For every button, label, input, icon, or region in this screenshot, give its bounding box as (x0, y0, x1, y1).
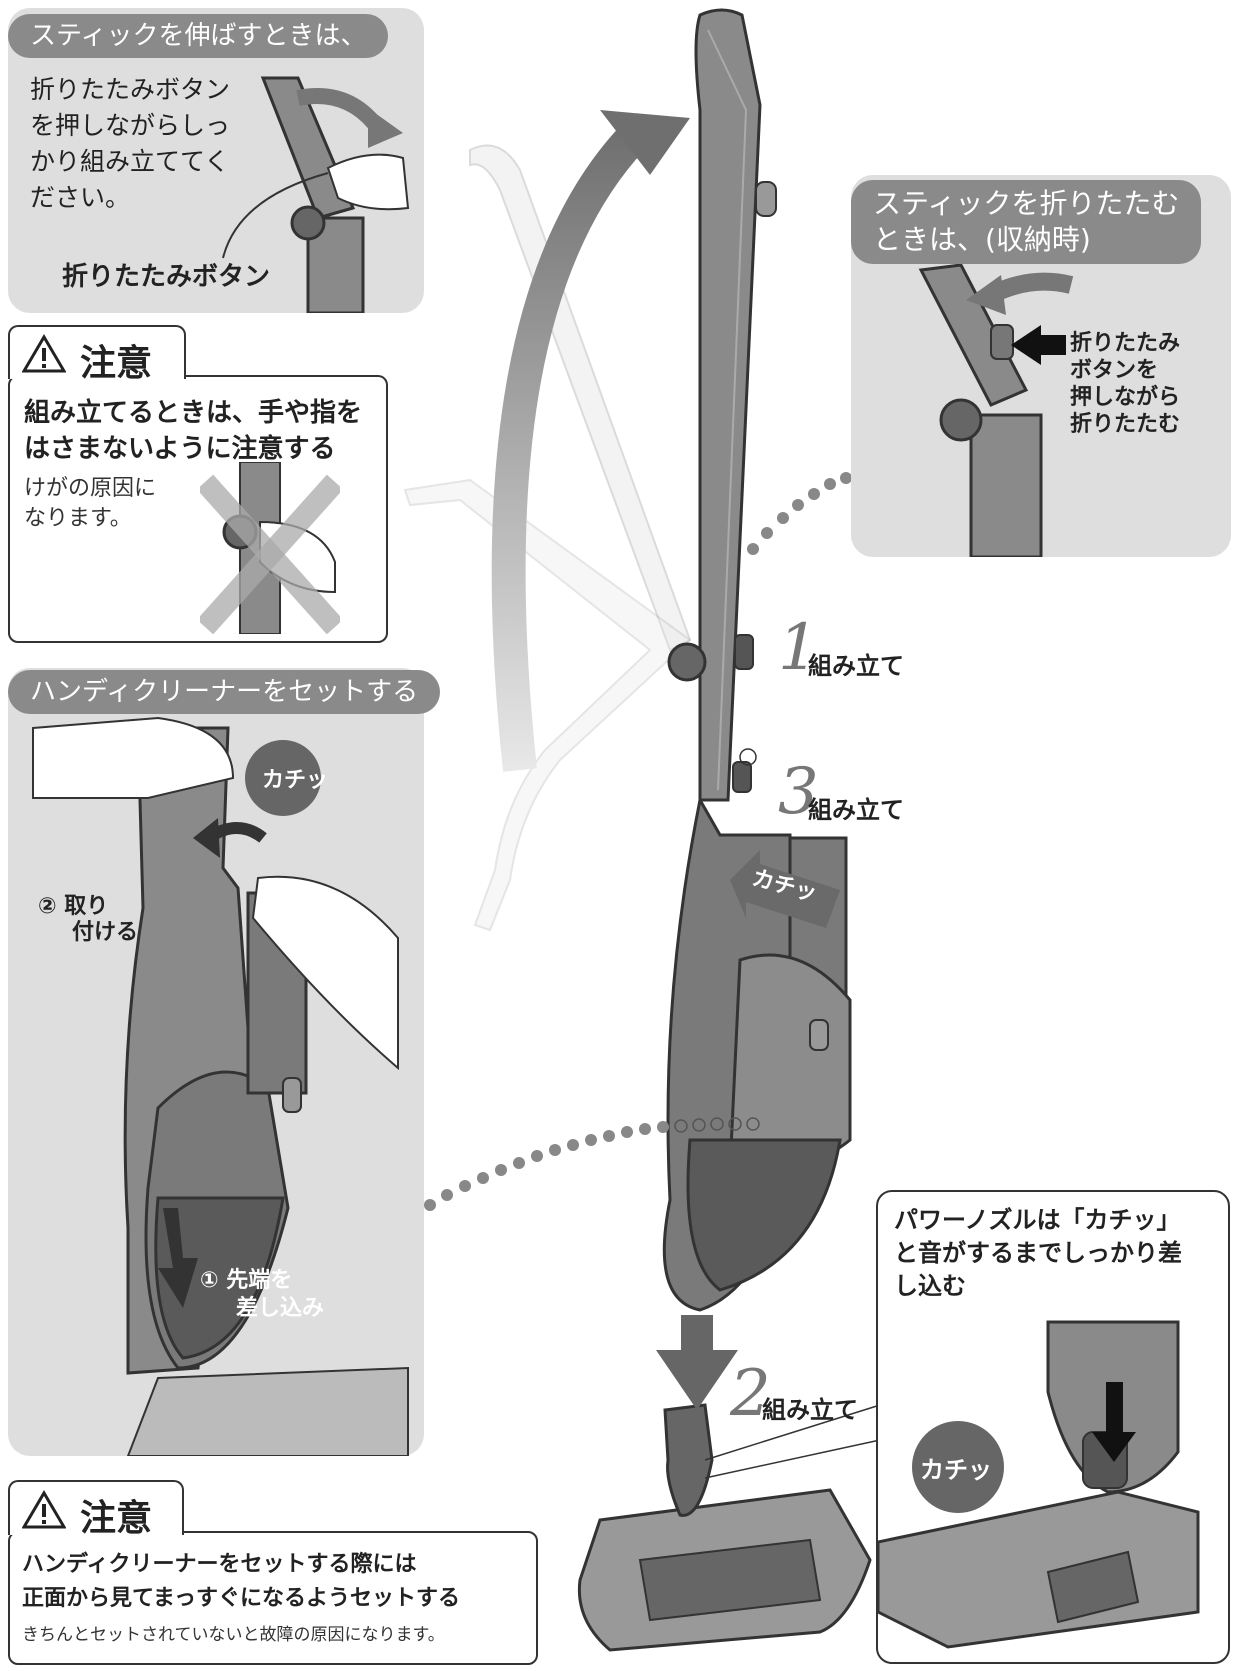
step-1-label: 組み立て (808, 652, 904, 680)
handy-step2-line-1: ② 取り (38, 894, 109, 919)
step-1-number: 1 (778, 611, 819, 685)
extend-instruction-2: を押しながらしっ (30, 111, 231, 140)
fold-stick-title: スティックを折りたたむ ときは、(収納時) (851, 180, 1202, 264)
extend-instruction-1: 折りたたみボタン (30, 75, 231, 104)
caution2-heading-2: 正面から見てまっすぐになるようセットする (22, 1586, 461, 1611)
pinch-warning-illustration (196, 461, 344, 635)
fold-arc-arrow (491, 117, 653, 772)
handy-cleaner-title: ハンディクリーナーをセットする (8, 670, 441, 714)
caution1-heading-1: 組み立てるときは、手や指を (24, 398, 363, 428)
handy-step2-line-2: 付ける (72, 920, 139, 945)
step-2-label: 組み立て (762, 1396, 858, 1424)
extend-stick-illustration (222, 76, 410, 313)
nozzle-detail-box (876, 1190, 1230, 1664)
ghost-stick-lower (403, 478, 692, 932)
step-3-number: 3 (778, 755, 819, 829)
caution-icon-2 (21, 1490, 67, 1534)
dotted-leader-ring (674, 1117, 760, 1133)
caution-title-setting: 注意 (80, 1498, 153, 1539)
handy-click-sound: カチッ (262, 768, 329, 793)
handy-step1-line-1: ① 先端を (200, 1268, 293, 1293)
main-stick (667, 8, 777, 802)
step-2-number: 2 (730, 1357, 771, 1431)
extend-instruction-4: ださい。 (30, 183, 131, 212)
fold-instruction-1: 折りたたみ (1070, 331, 1181, 356)
caution2-note: きちんとセットされていないと故障の原因になります。 (22, 1625, 445, 1645)
fold-instruction-3: 押しながら (1070, 385, 1181, 410)
nozzle-text-2: と音がするまでしっかり差 (894, 1239, 1182, 1267)
caution-title-assembly: 注意 (80, 343, 153, 384)
nozzle-click-sound: カチッ (920, 1456, 992, 1484)
handy-cleaner-illustration (32, 716, 409, 1456)
extend-instruction-3: かり組み立ててく (30, 147, 230, 176)
dotted-leader-lower (424, 1121, 669, 1211)
handy-cleaner-panel (8, 668, 424, 1456)
fold-instruction-2: ボタンを (1070, 358, 1159, 383)
nozzle-text-1: パワーノズルは「カチッ」 (894, 1206, 1181, 1234)
fold-arc-arrowhead (600, 110, 690, 175)
nozzle-text-3: し込む (894, 1272, 966, 1300)
fold-stick-illustration (918, 263, 1074, 557)
fold-button-label: 折りたたみボタン (62, 262, 271, 292)
caution1-note-2: なります。 (24, 506, 132, 531)
handy-cleaner-main (662, 795, 852, 1312)
caution2-heading-1: ハンディクリーナーをセットする際には (22, 1552, 417, 1577)
caution1-note-1: けがの原因に (24, 476, 157, 501)
extend-stick-panel (8, 8, 424, 313)
nozzle-detail-illustration (878, 1320, 1200, 1649)
power-nozzle-main (577, 1403, 872, 1652)
fold-joint-icon (667, 642, 707, 682)
fold-title-line-1: スティックを折りたたむ (873, 187, 1180, 220)
handy-step1-line-2: 差し込み (236, 1296, 325, 1321)
step-3-label: 組み立て (808, 796, 904, 824)
fold-title-line-2: ときは、(収納時) (873, 223, 1091, 256)
down-arrow-step2 (656, 1315, 738, 1410)
click-arrow-main (730, 850, 840, 928)
dotted-leader-upper (747, 472, 852, 555)
extend-stick-title: スティックを伸ばすときは、 (8, 14, 389, 58)
caution1-heading-2: はさまないように注意する (24, 434, 336, 464)
power-switch-icon (755, 181, 777, 217)
fold-instruction-4: 折りたたむ (1070, 412, 1181, 437)
caution-icon (21, 334, 67, 378)
caution-box-setting (8, 1531, 538, 1665)
